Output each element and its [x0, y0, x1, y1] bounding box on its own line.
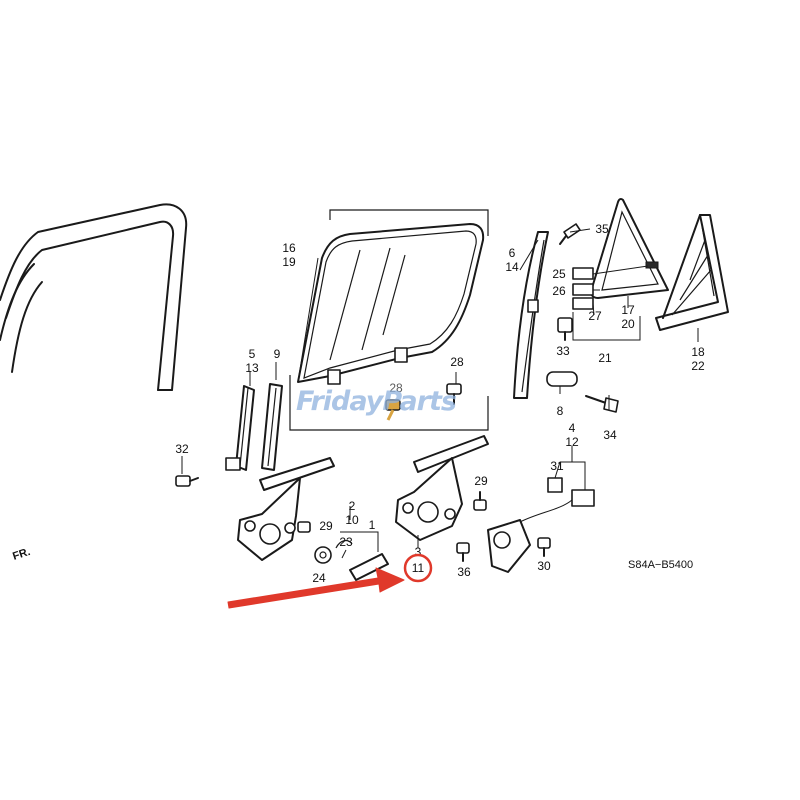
window-regulator-right	[395, 435, 489, 541]
callout-32: 32	[175, 442, 189, 456]
highlight-circle	[403, 553, 433, 583]
regulator-handle	[335, 539, 389, 581]
bolt-34	[585, 395, 619, 413]
callout-14: 14	[505, 260, 519, 274]
bolt-28-lower	[385, 399, 401, 421]
callout-29-left: 29	[319, 519, 333, 533]
callout-29-right: 29	[474, 474, 488, 488]
callout-24: 24	[312, 571, 326, 585]
callout-2: 2	[349, 499, 356, 513]
callout-25: 25	[552, 267, 566, 281]
callout-33: 33	[556, 344, 570, 358]
callout-labels: 16 19 6 14 35 25 26 27 17 20 21 33 18 22…	[175, 222, 705, 585]
bolt-29-left	[297, 521, 311, 533]
bolt-36	[456, 542, 470, 562]
callout-6: 6	[509, 246, 516, 260]
callout-30: 30	[537, 559, 551, 573]
pin-8	[546, 371, 578, 394]
callout-27: 27	[588, 309, 602, 323]
callout-9: 9	[274, 347, 281, 361]
callout-28-upper: 28	[450, 355, 464, 369]
highlight-arrow	[227, 567, 405, 609]
diagram-code: S84A−B5400	[628, 559, 693, 571]
callout-34: 34	[603, 428, 617, 442]
callout-18: 18	[691, 345, 705, 359]
callout-21: 21	[598, 351, 612, 365]
callout-26: 26	[552, 284, 566, 298]
callout-16: 16	[282, 241, 296, 255]
callout-10: 10	[345, 513, 359, 527]
screw-33	[557, 317, 573, 341]
sash-channel	[513, 231, 549, 399]
door-frame-weatherstrip	[0, 203, 188, 391]
window-regulator-left	[237, 457, 335, 561]
callout-5: 5	[249, 347, 256, 361]
callout-20: 20	[621, 317, 635, 331]
washer-24	[314, 546, 332, 564]
clips-25-26-27	[572, 267, 594, 310]
callout-28-lower: 28	[389, 381, 403, 395]
callout-23: 23	[339, 535, 353, 549]
door-glass	[289, 209, 489, 431]
callout-3: 3	[415, 545, 422, 559]
callout-31: 31	[550, 459, 564, 473]
bolt-28-upper	[446, 372, 462, 405]
leader-lines	[181, 228, 699, 559]
callout-13: 13	[245, 361, 259, 375]
callout-1: 1	[369, 518, 376, 532]
highlight-annotation	[227, 553, 433, 609]
callout-17: 17	[621, 303, 635, 317]
callout-11: 11	[412, 561, 425, 575]
callout-4: 4	[569, 421, 576, 435]
callout-22: 22	[691, 359, 705, 373]
callout-36: 36	[457, 565, 471, 579]
watermark-logo: FridayParts	[296, 386, 457, 417]
run-channel-5-13	[225, 385, 255, 471]
run-channel-9	[261, 383, 283, 471]
bolt-30	[537, 537, 551, 557]
callout-8: 8	[557, 404, 564, 418]
callout-12: 12	[565, 435, 579, 449]
bolt-32	[175, 475, 199, 487]
quarter-weatherstrip	[655, 214, 729, 331]
bolt-29-right	[473, 491, 487, 511]
front-marker: FR.	[11, 546, 32, 563]
callout-19: 19	[282, 255, 296, 269]
callout-35: 35	[595, 222, 609, 236]
